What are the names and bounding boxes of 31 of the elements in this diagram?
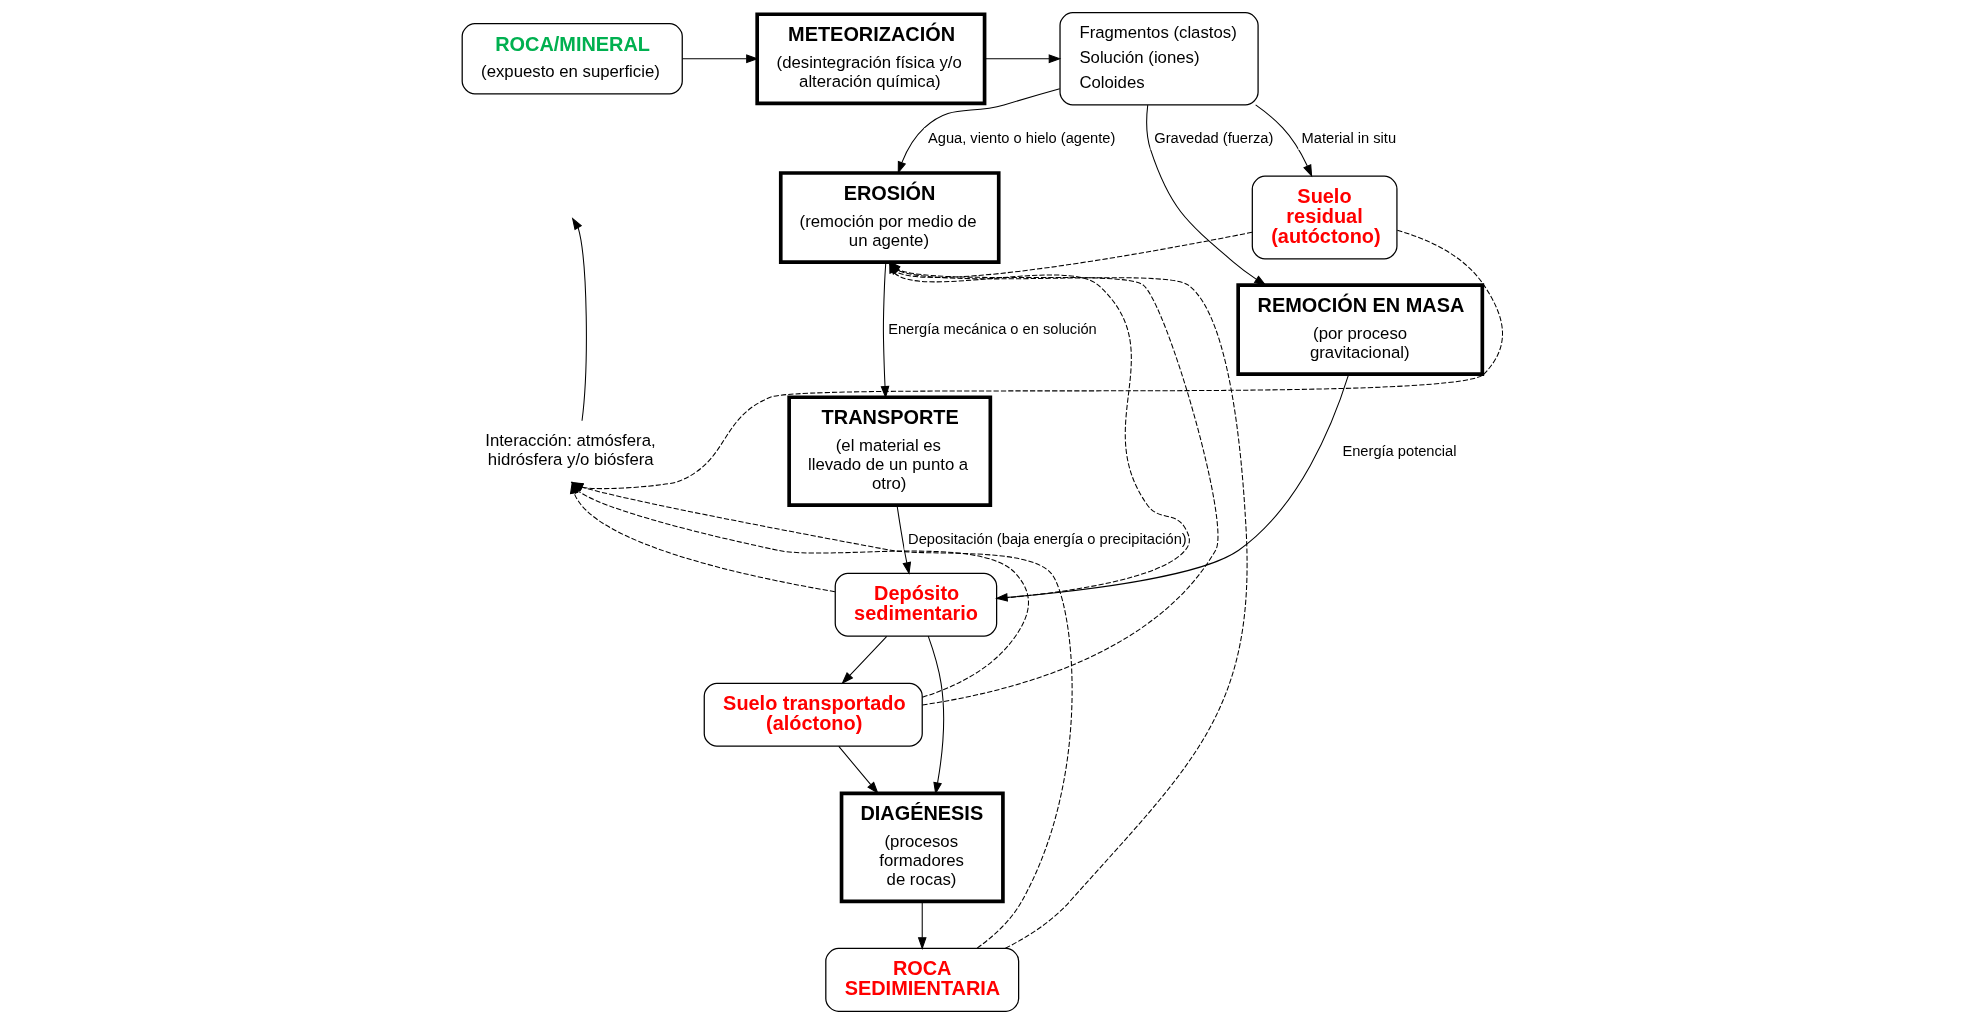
arrow [983,54,1061,64]
arrow [1254,104,1312,178]
node-box: Suelo residual (autóctono) [1251,175,1398,260]
arrow [917,900,927,950]
edge-label: Energía mecánica o en solución [887,321,1097,338]
arrow [896,504,911,575]
node-box: Suelo transportado (alóctono) [703,682,923,747]
node-box: Depósito sedimentario [834,572,997,637]
node-box: ROCA SEDIMIENTARIA [824,947,1019,1012]
node-box: ROCA/MINERAL (expuesto en superficie) [461,23,683,95]
edge-label: Agua, viento o hielo (agente) [927,130,1115,147]
node-box: REMOCIÓN EN MASA (por proceso gravitacional) [1235,283,1484,377]
arrow [1145,104,1267,286]
edge-label: Depositación (baja energía o precipitación) [907,530,1187,547]
node-box: TRANSPORTE (el material es llevado de un punto a otro) [786,395,992,508]
arrow [571,217,587,422]
arrow [570,229,1503,492]
arrow [897,88,1060,175]
node-text: Interacción: atmósfera, hidrósfera y/o biósfera [484,430,656,469]
edge-label: Energía potencial [1341,442,1457,459]
arrow [840,635,887,685]
edge-label: Gravedad (fuerza) [1153,130,1273,147]
node-box: DIAGÉNESIS (procesos formadores de rocas) [839,791,1005,904]
node-box: EROSIÓN (remoción por medio de un agente) [778,171,1001,264]
arrow [837,745,879,795]
node-box: Fragmentos (clastos) Solución (iones) Coloides [1058,12,1259,106]
node-box: METEORIZACIÓN (desintegración física y/o alteración química) [754,12,986,106]
arrow [880,261,889,399]
arrow [927,635,944,795]
arrow [681,54,759,64]
edge-label: Material in situ [1301,130,1396,147]
